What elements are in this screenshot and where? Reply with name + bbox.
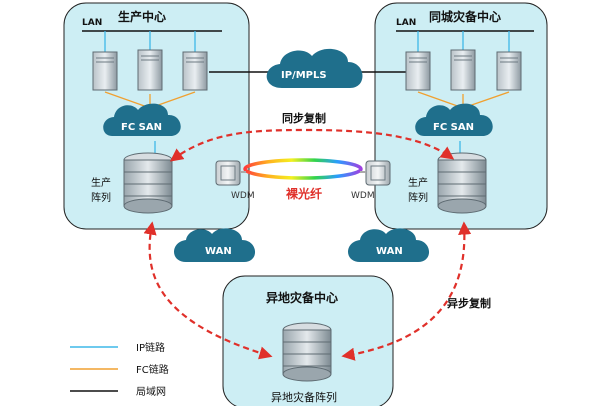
server-icon xyxy=(182,51,208,91)
remote-site-title: 异地灾备中心 xyxy=(266,290,338,305)
legend-lan-label: 局域网 xyxy=(136,385,166,398)
production-array-label-1: 生产 xyxy=(91,176,111,189)
cloud-icon xyxy=(415,103,493,136)
storage-array-icon xyxy=(123,152,173,214)
wdm-device-icon xyxy=(365,160,391,186)
wan-label-right: WAN xyxy=(376,246,403,257)
legend-fc-label: FC链路 xyxy=(136,363,169,376)
lan-label-left: LAN xyxy=(82,18,102,28)
wdm-device-icon xyxy=(215,160,241,186)
async-replication-arrow-right xyxy=(341,221,472,361)
dark-fiber-label: 裸光纤 xyxy=(286,186,322,201)
cloud-icon xyxy=(103,103,181,136)
same-city-array-label-1: 生产 xyxy=(408,176,428,189)
async-replication-arrow-left xyxy=(143,221,273,360)
same-city-site-title: 同城灾备中心 xyxy=(429,9,501,24)
wan-label-left: WAN xyxy=(205,246,232,257)
sync-replication-arrow xyxy=(169,128,455,162)
fc-san-label-left: FC SAN xyxy=(121,122,162,133)
wdm-label-left: WDM xyxy=(231,191,255,201)
production-site-title: 生产中心 xyxy=(118,9,166,24)
cloud-icon xyxy=(266,48,363,88)
storage-array-icon xyxy=(437,152,487,214)
legend-ip-label: IP链路 xyxy=(136,341,165,354)
ip-mpls-label: IP/MPLS xyxy=(281,70,327,81)
legend: IP链路 FC链路 局域网 xyxy=(70,341,169,398)
remote-array-label: 异地灾备阵列 xyxy=(271,390,337,404)
same-city-array-label-2: 阵列 xyxy=(408,191,428,204)
server-icon xyxy=(92,51,118,91)
storage-array-icon xyxy=(282,322,332,382)
production-array-label-2: 阵列 xyxy=(91,191,111,204)
server-icon xyxy=(450,49,476,91)
sync-replication-label: 同步复制 xyxy=(282,111,326,125)
wdm-label-right: WDM xyxy=(351,191,375,201)
fc-san-label-right: FC SAN xyxy=(433,122,474,133)
lan-label-right: LAN xyxy=(396,18,416,28)
async-replication-label: 异步复制 xyxy=(447,296,491,310)
dark-fiber-ring xyxy=(243,158,363,180)
server-icon xyxy=(496,51,522,91)
server-icon xyxy=(137,49,163,91)
server-icon xyxy=(405,51,431,91)
